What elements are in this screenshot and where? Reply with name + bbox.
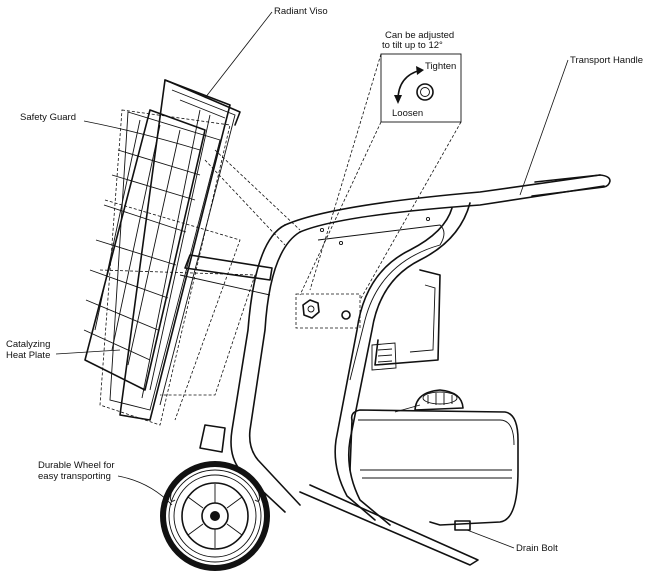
label-catalyzing-line1: Catalyzing <box>6 339 50 350</box>
label-wheel-line1: Durable Wheel for <box>38 460 115 471</box>
leader-radiant-visor <box>204 11 273 99</box>
leader-catalyzing <box>55 349 121 355</box>
label-tilt-line1: Can be adjusted <box>385 30 454 41</box>
tilt-knob <box>295 293 361 329</box>
arrow-head-down-icon <box>394 95 402 104</box>
frame <box>230 174 611 566</box>
fuel-tank <box>349 389 519 531</box>
label-catalyzing-line2: Heat Plate <box>6 350 50 361</box>
wheel <box>160 461 270 571</box>
arrow-head-right-icon <box>416 66 424 75</box>
label-transport-handle: Transport Handle <box>570 55 643 66</box>
leader-drain-bolt <box>466 529 515 549</box>
label-wheel-line2: easy transporting <box>38 471 111 482</box>
visor-strut <box>179 149 301 296</box>
label-tighten: Tighten <box>425 61 456 72</box>
leader-transport-handle <box>519 59 569 196</box>
leader-safety-guard <box>83 120 201 151</box>
tilt-knob-icon <box>416 83 434 101</box>
tilt-adjust-inset: Tighten Loosen <box>299 53 462 301</box>
label-radiant-visor: Radiant Viso <box>274 6 328 17</box>
wheel-bracket <box>199 424 226 453</box>
catalyzing-heat-plate <box>99 109 256 426</box>
burner-unit <box>371 269 441 371</box>
label-tilt-line2: to tilt up to 12° <box>382 40 443 51</box>
leader-wheel <box>117 475 173 506</box>
label-drain-bolt: Drain Bolt <box>516 543 558 554</box>
label-loosen: Loosen <box>392 108 423 119</box>
label-safety-guard: Safety Guard <box>20 112 76 123</box>
radiant-visor <box>119 79 241 421</box>
safety-guard <box>83 109 206 391</box>
